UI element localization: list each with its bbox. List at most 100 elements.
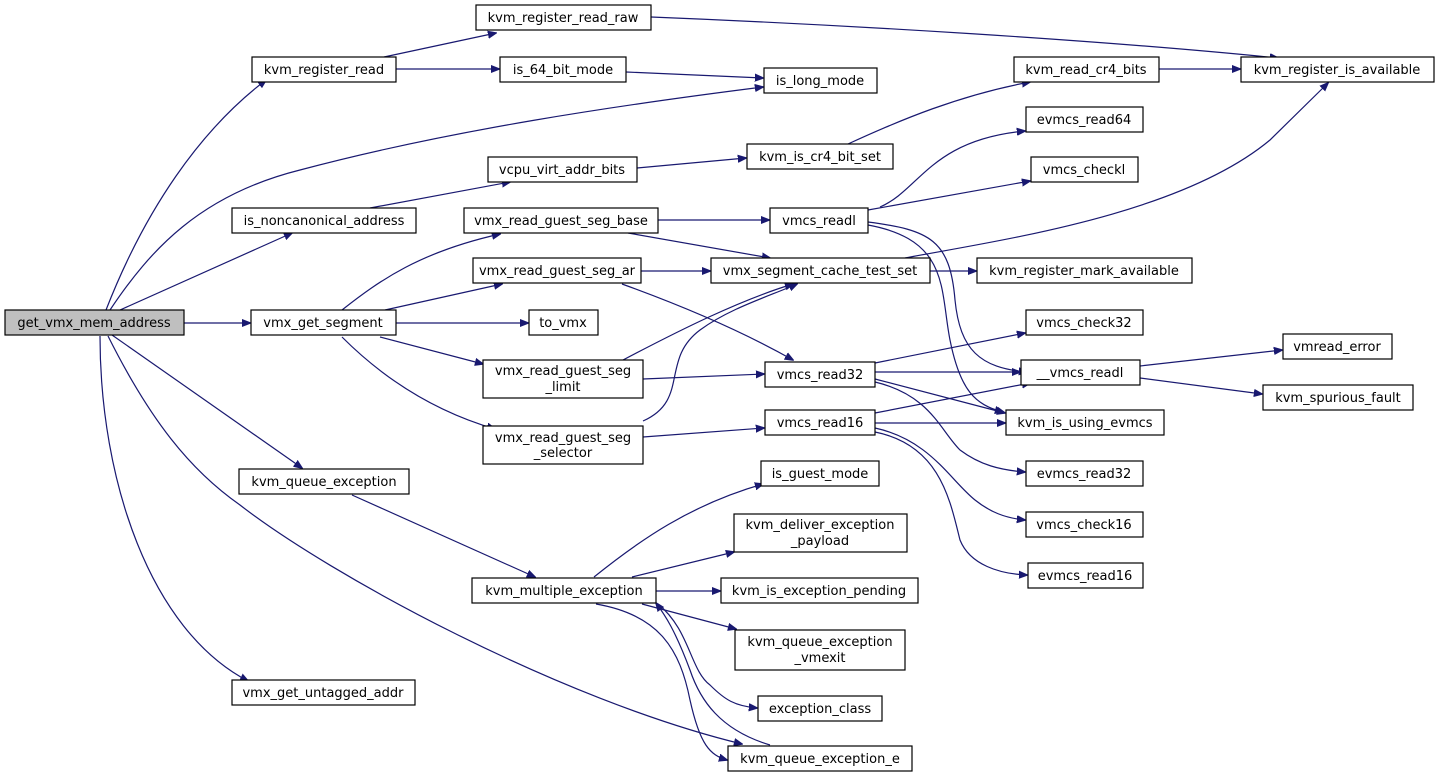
node-kvm-is-cr4-bit-set[interactable]: kvm_is_cr4_bit_set [746, 143, 894, 170]
node-label: kvm_is_exception_pending [732, 584, 906, 599]
node-kvm-deliver-exception-payload[interactable]: kvm_deliver_exception _payload [733, 513, 908, 553]
node-label: kvm_register_read_raw [488, 11, 639, 26]
node-kvm-queue-exception-e[interactable]: kvm_queue_exception_e [727, 745, 913, 772]
node-vmread-error[interactable]: vmread_error [1282, 333, 1393, 360]
node-kvm-register-read-raw[interactable]: kvm_register_read_raw [475, 4, 652, 31]
node-label: vmcs_checkl [1043, 163, 1125, 178]
node-exception-class[interactable]: exception_class [757, 695, 883, 722]
edge-vmcs-readl-internal-to-kvm-spurious-fault [1139, 377, 1262, 394]
node-get-vmx-mem-address[interactable]: get_vmx_mem_address [4, 309, 185, 336]
edge-get-vmx-mem-address-to-kvm-queue-exception-e [107, 335, 742, 744]
node-vmcs-check32[interactable]: vmcs_check32 [1025, 309, 1144, 336]
node-label: __vmcs_readl [1036, 366, 1124, 381]
edge-vmcs-readl-to-evmcs-read64 [879, 131, 1025, 208]
edge-kvm-multiple-exception-to-kvm-queue-exception-vmexit [641, 603, 736, 629]
node-vmcs-read16[interactable]: vmcs_read16 [764, 409, 876, 436]
node-to-vmx[interactable]: to_vmx [528, 309, 599, 336]
node-is-noncanonical-address[interactable]: is_noncanonical_address [231, 207, 417, 234]
node-kvm-spurious-fault[interactable]: kvm_spurious_fault [1262, 384, 1414, 411]
node-evmcs-read64[interactable]: evmcs_read64 [1025, 106, 1144, 133]
node-label: is_noncanonical_address [244, 214, 405, 229]
edge-kvm-multiple-exception-to-kvm-queue-exception-e [595, 603, 727, 760]
node-kvm-register-read[interactable]: kvm_register_read [251, 56, 397, 83]
node-kvm-is-using-evmcs[interactable]: kvm_is_using_evmcs [1005, 409, 1165, 436]
node-label: kvm_is_using_evmcs [1017, 416, 1152, 431]
node-vmx-get-segment[interactable]: vmx_get_segment [250, 309, 397, 336]
node-vmx-segment-cache-test-set[interactable]: vmx_segment_cache_test_set [710, 257, 931, 284]
edge-vcpu-virt-addr-bits-to-kvm-is-cr4-bit-set [636, 158, 746, 169]
node-label: kvm_register_mark_available [989, 264, 1179, 279]
node-label: vmcs_read32 [777, 368, 864, 383]
node-label: kvm_register_is_available [1254, 63, 1421, 78]
node-vmx-read-guest-seg-ar[interactable]: vmx_read_guest_seg_ar [472, 257, 642, 284]
node-evmcs-read16[interactable]: evmcs_read16 [1027, 562, 1144, 589]
nodes-layer: get_vmx_mem_address kvm_register_read kv… [4, 4, 1435, 772]
node-is-long-mode[interactable]: is_long_mode [763, 67, 878, 94]
node-label: vcpu_virt_addr_bits [499, 163, 625, 178]
edges-layer [99, 16, 1328, 760]
node-kvm-queue-exception-vmexit[interactable]: kvm_queue_exception _vmexit [734, 629, 906, 671]
edge-vmx-read-guest-seg-selector-to-vmx-segment-cache-test-set [642, 284, 797, 422]
node-label: vmx_get_segment [263, 316, 382, 331]
edge-get-vmx-mem-address-to-vmx-get-untagged-addr [99, 335, 248, 681]
edge-vmcs-read16-to-vmcs-readl-internal [874, 383, 1030, 414]
node-is-guest-mode[interactable]: is_guest_mode [760, 460, 880, 487]
node-label: kvm_multiple_exception [485, 584, 643, 599]
node-label: kvm_queue_exception [251, 475, 396, 490]
node-label: evmcs_read32 [1037, 467, 1132, 482]
node-label: to_vmx [539, 316, 587, 331]
edge-vmcs-read16-to-vmcs-check16 [874, 427, 1025, 520]
edge-vmx-read-guest-seg-limit-to-vmx-segment-cache-test-set [622, 284, 793, 361]
node-vmx-get-untagged-addr[interactable]: vmx_get_untagged_addr [231, 679, 416, 706]
edge-vmcs-readl-to-kvm-is-using-evmcs [867, 224, 1003, 412]
node-label-line-1: kvm_queue_exception [747, 635, 892, 650]
edge-vmx-get-segment-to-vmx-read-guest-seg-ar [384, 284, 502, 311]
node-label-line-2: _selector [533, 446, 593, 461]
node-label-line-1: vmx_read_guest_seg [495, 431, 631, 446]
node-vmcs-read32[interactable]: vmcs_read32 [764, 361, 876, 388]
edge-kvm-is-cr4-bit-set-to-kvm-read-cr4-bits [847, 82, 1030, 145]
edge-vmcs-readl-to-vmcs-readl-internal [867, 221, 1027, 372]
edge-vmx-read-guest-seg-base-to-vmx-segment-cache-test-set [627, 232, 770, 258]
edge-vmcs-readl-internal-to-vmread-error [1139, 350, 1282, 367]
node-label: is_guest_mode [772, 467, 869, 482]
node-label: kvm_register_read [264, 63, 384, 78]
node-vmx-read-guest-seg-selector[interactable]: vmx_read_guest_seg _selector [482, 425, 644, 465]
node-vcpu-virt-addr-bits[interactable]: vcpu_virt_addr_bits [487, 156, 638, 183]
edge-vmcs-read16-to-evmcs-read16 [874, 431, 1027, 575]
node-kvm-register-is-available[interactable]: kvm_register_is_available [1240, 56, 1435, 83]
node-vmx-read-guest-seg-base[interactable]: vmx_read_guest_seg_base [463, 207, 659, 234]
node-label: vmcs_check32 [1036, 316, 1131, 331]
node-vmcs-readl-internal[interactable]: __vmcs_readl [1020, 359, 1141, 386]
edge-vmx-segment-cache-test-set-to-kvm-register-is-available [904, 83, 1328, 259]
node-evmcs-read32[interactable]: evmcs_read32 [1025, 460, 1144, 487]
node-label-line-2: _payload [790, 534, 849, 549]
node-label: vmcs_readl [782, 214, 856, 229]
node-is-64-bit-mode[interactable]: is_64_bit_mode [499, 56, 627, 83]
edge-vmcs-read32-to-vmcs-check32 [874, 333, 1025, 364]
edge-vmx-read-guest-seg-limit-to-vmcs-read32 [642, 374, 764, 380]
node-label: kvm_spurious_fault [1275, 391, 1401, 406]
node-kvm-queue-exception[interactable]: kvm_queue_exception [238, 468, 410, 495]
node-kvm-read-cr4-bits[interactable]: kvm_read_cr4_bits [1013, 56, 1160, 83]
node-vmx-read-guest-seg-limit[interactable]: vmx_read_guest_seg _limit [482, 359, 644, 399]
node-kvm-is-exception-pending[interactable]: kvm_is_exception_pending [720, 577, 919, 604]
edge-get-vmx-mem-address-to-kvm-queue-exception [111, 334, 302, 468]
edge-get-vmx-mem-address-to-is-long-mode [109, 87, 763, 311]
edge-kvm-queue-exception-e-to-kvm-multiple-exception [656, 603, 771, 746]
node-kvm-multiple-exception[interactable]: kvm_multiple_exception [471, 577, 657, 604]
node-vmcs-checkl[interactable]: vmcs_checkl [1030, 156, 1139, 183]
node-kvm-register-mark-available[interactable]: kvm_register_mark_available [976, 257, 1193, 284]
node-label: kvm_is_cr4_bit_set [759, 150, 881, 165]
node-label: kvm_queue_exception_e [740, 752, 900, 767]
edge-get-vmx-mem-address-to-is-noncanonical-address [119, 233, 292, 311]
node-label: evmcs_read16 [1038, 569, 1133, 584]
edge-kvm-register-read-raw-to-kvm-register-is-available [650, 16, 1278, 58]
node-label-line-2: _limit [544, 380, 580, 395]
node-label: vmread_error [1293, 340, 1381, 355]
node-vmcs-readl[interactable]: vmcs_readl [769, 207, 869, 234]
edge-vmcs-readl-to-vmcs-checkl [867, 181, 1030, 211]
node-label: is_long_mode [776, 74, 864, 89]
node-vmcs-check16[interactable]: vmcs_check16 [1025, 511, 1144, 538]
